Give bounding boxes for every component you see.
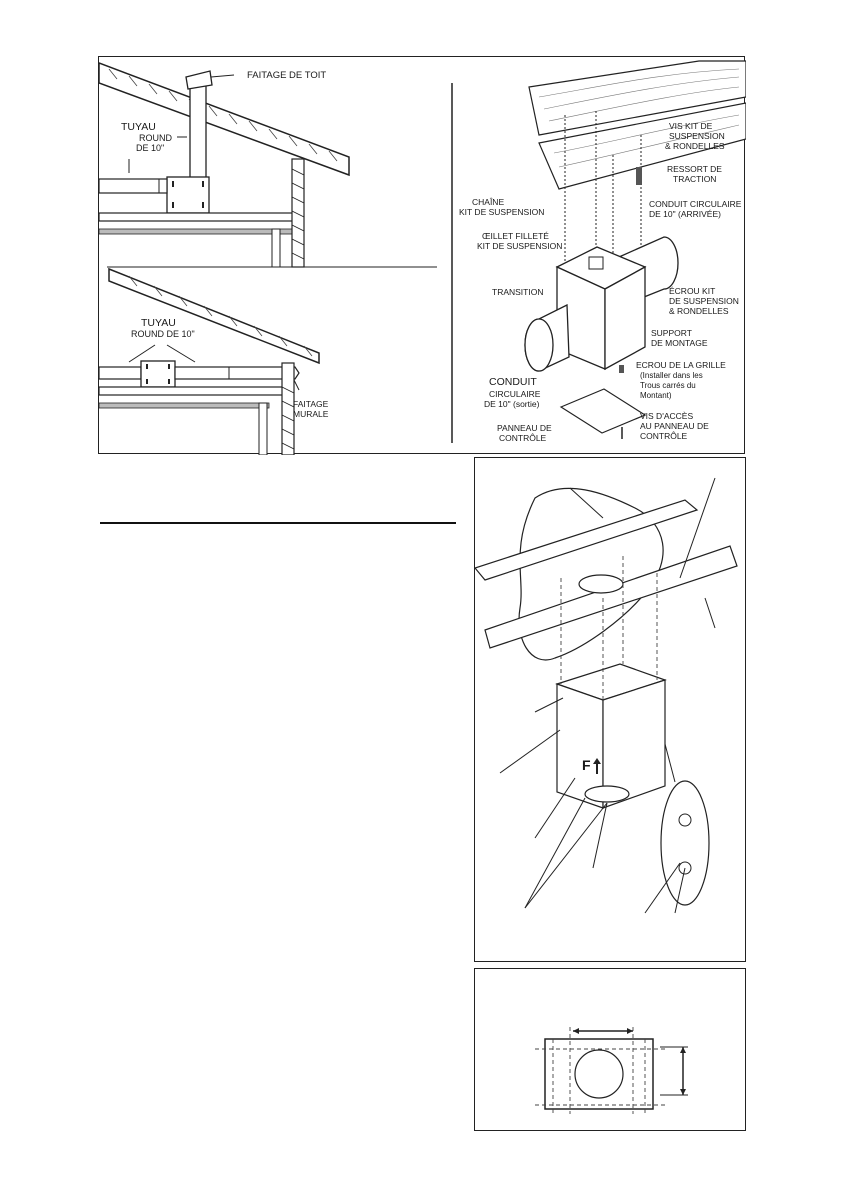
label-panel-2: CONTRÔLE (499, 433, 547, 443)
label-panel-screws-1: VIS D'ACCÈS (640, 411, 693, 421)
cutout-dimension-panel (474, 968, 746, 1131)
label-inlet-1: CONDUIT CIRCULAIRE (649, 199, 742, 209)
label-transition: TRANSITION (492, 287, 543, 297)
label-outlet-3: DE 10" (sortie) (484, 399, 540, 409)
label-nut-3: & RONDELLES (669, 306, 729, 316)
label-grille-nut-3: Trous carrés du (640, 381, 696, 390)
label-chain-1: CHAÎNE (472, 197, 504, 207)
wall-vent-roof-drawing: TUYAU ROUND DE 10" FAITAGE MURALE (99, 267, 329, 455)
label-nut-2: DE SUSPENSION (669, 296, 739, 306)
label-bracket-1: SUPPORT (651, 328, 692, 338)
pipe-label-line3: DE 10" (136, 143, 164, 153)
label-grille-nut-1: ECROU DE LA GRILLE (636, 360, 726, 370)
installation-overview-panel: FAITAGE DE TOIT TUYAU ROUND DE 10" (98, 56, 746, 455)
bottom-pipe-label-line2: ROUND DE 10" (131, 329, 195, 339)
label-inlet-2: DE 10" (ARRIVÉE) (649, 209, 721, 219)
label-nut-1: ÉCROU KIT (669, 286, 715, 296)
label-grille-nut-4: Montant) (640, 391, 672, 400)
label-eyelet-2: KIT DE SUSPENSION (477, 241, 562, 251)
label-panel-screws-3: CONTRÔLE (640, 431, 688, 441)
pipe-label-line2: ROUND (139, 133, 172, 143)
label-spring-1: RESSORT DE (667, 164, 722, 174)
label-eyelet-1: ŒILLET FILLETÉ (482, 231, 549, 241)
label-screws-3: & RONDELLES (665, 141, 725, 151)
pipe-label-line1: TUYAU (121, 121, 156, 133)
label-panel-screws-2: AU PANNEAU DE (640, 421, 709, 431)
label-chain-2: KIT DE SUSPENSION (459, 207, 544, 217)
label-spring-2: TRACTION (673, 174, 716, 184)
label-outlet-1: CONDUIT (489, 376, 537, 388)
attic-roof-ridge-drawing: FAITAGE DE TOIT TUYAU ROUND DE 10" (99, 62, 350, 268)
label-panel-1: PANNEAU DE (497, 423, 552, 433)
wall-vent-label-line1: FAITAGE (293, 399, 329, 409)
label-outlet-2: CIRCULAIRE (489, 389, 541, 399)
installation-overview-svg: FAITAGE DE TOIT TUYAU ROUND DE 10" (99, 60, 746, 455)
arrow-letter: F (582, 757, 591, 773)
label-grille-nut-2: (Installer dans les (640, 371, 703, 380)
label-bracket-2: DE MONTAGE (651, 338, 708, 348)
suspension-assembly-drawing: VIS KIT DE SUSPENSION & RONDELLES RESSOR… (459, 60, 746, 443)
bottom-pipe-label-line1: TUYAU (141, 317, 176, 329)
mounting-bracket-panel: F (474, 457, 746, 962)
roof-ridge-label: FAITAGE DE TOIT (247, 70, 326, 81)
section-divider-rule (100, 522, 456, 524)
cutout-dimension-svg (535, 1027, 688, 1114)
label-screws-2: SUSPENSION (669, 131, 725, 141)
wall-vent-label-line2: MURALE (293, 409, 329, 419)
label-screws-1: VIS KIT DE (669, 121, 713, 131)
mounting-bracket-svg: F (475, 477, 738, 914)
